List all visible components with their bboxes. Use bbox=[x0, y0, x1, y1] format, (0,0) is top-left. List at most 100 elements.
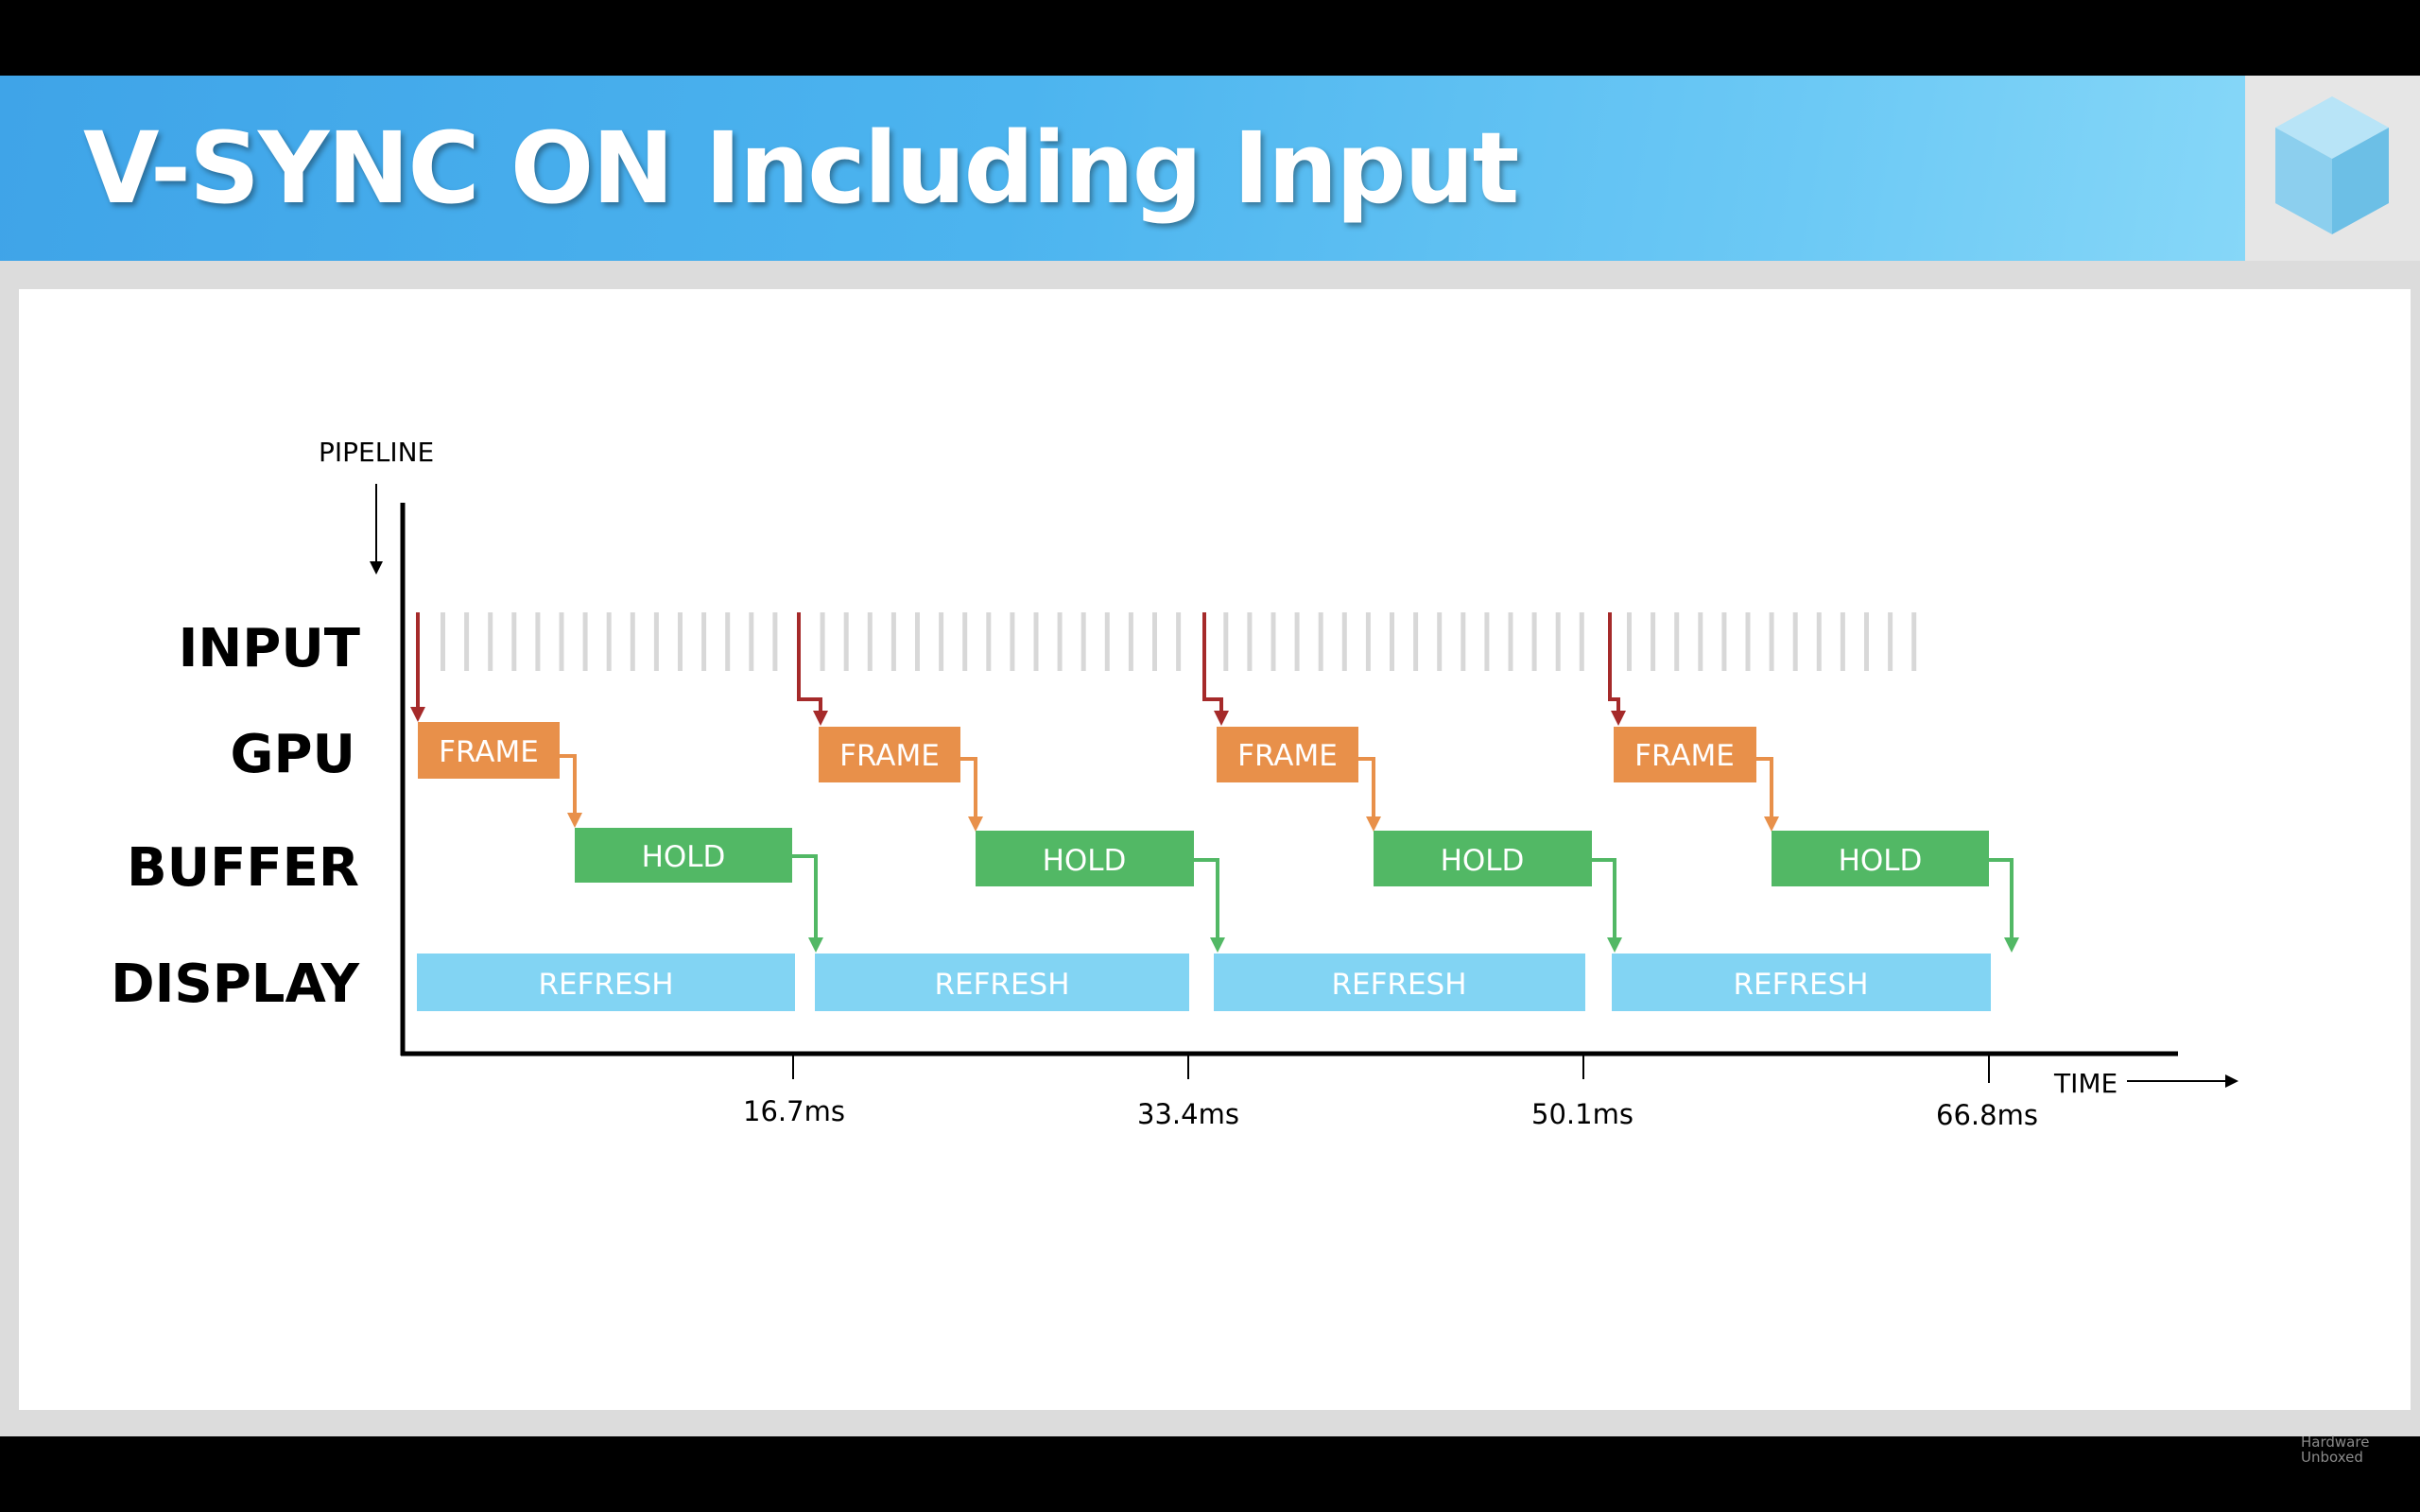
letterbox-bottom bbox=[0, 1436, 2420, 1512]
input-poll-tick bbox=[1864, 612, 1869, 671]
input-poll-tick bbox=[488, 612, 493, 671]
input-poll-tick bbox=[725, 612, 731, 671]
input-poll-tick bbox=[1816, 612, 1822, 671]
input-poll-tick bbox=[1057, 612, 1063, 671]
hold-to-refresh-arrow-head-icon bbox=[1607, 937, 1622, 953]
input-arrow bbox=[1608, 612, 1620, 714]
input-poll-tick bbox=[1437, 612, 1443, 671]
input-poll-tick bbox=[1745, 612, 1751, 671]
input-poll-tick bbox=[1674, 612, 1680, 671]
hold-box bbox=[1374, 831, 1592, 886]
hold-to-refresh-arrow-head-icon bbox=[2004, 937, 2019, 953]
watermark-line-1: Hardware bbox=[2301, 1434, 2370, 1451]
input-poll-tick bbox=[1080, 612, 1086, 671]
time-tick-label: 33.4ms bbox=[1137, 1098, 1239, 1130]
refresh-box bbox=[1612, 954, 1991, 1011]
time-arrow-head-icon bbox=[2225, 1074, 2238, 1088]
logo-area bbox=[2245, 76, 2420, 261]
frame-to-hold-arrow bbox=[560, 754, 577, 815]
input-poll-tick bbox=[1888, 612, 1893, 671]
input-poll-tick bbox=[1010, 612, 1015, 671]
input-poll-tick bbox=[1484, 612, 1490, 671]
slide-body bbox=[19, 289, 2411, 1410]
frame-box bbox=[819, 727, 960, 782]
input-poll-tick bbox=[1508, 612, 1513, 671]
input-poll-tick bbox=[630, 612, 635, 671]
input-poll-tick bbox=[915, 612, 920, 671]
input-poll-tick bbox=[1651, 612, 1656, 671]
input-poll-tick bbox=[535, 612, 541, 671]
time-tick-label: 50.1ms bbox=[1531, 1098, 1634, 1130]
input-poll-ticks bbox=[441, 612, 1917, 671]
input-poll-tick bbox=[1294, 612, 1300, 671]
cube-logo-icon bbox=[2275, 96, 2389, 234]
frame-to-hold-arrow bbox=[1358, 757, 1375, 818]
input-poll-tick bbox=[582, 612, 588, 671]
input-poll-tick bbox=[1341, 612, 1347, 671]
refresh-box bbox=[417, 954, 795, 1011]
lane-label-display: DISPLAY bbox=[111, 954, 360, 1015]
title-banner: V-SYNC ON Including Input bbox=[0, 76, 2245, 261]
input-poll-tick bbox=[1413, 612, 1419, 671]
hold-label: HOLD bbox=[1043, 844, 1127, 878]
input-poll-tick bbox=[511, 612, 517, 671]
frame-to-hold-arrow bbox=[1756, 757, 1773, 818]
hold-to-refresh-arrow bbox=[1592, 858, 1616, 939]
time-label: TIME bbox=[2053, 1068, 2118, 1099]
input-poll-tick bbox=[1176, 612, 1182, 671]
input-arrow-head-icon bbox=[1611, 711, 1626, 726]
hold-label: HOLD bbox=[1839, 844, 1923, 878]
hold-to-refresh-arrow bbox=[1194, 858, 1219, 939]
input-poll-tick bbox=[653, 612, 659, 671]
pipeline-cycle-4: FRAME HOLD REFRESH bbox=[1608, 612, 2019, 1011]
input-arrow-head-icon bbox=[813, 711, 828, 726]
input-poll-tick bbox=[1365, 612, 1371, 671]
frame-label: FRAME bbox=[1237, 739, 1338, 773]
input-poll-tick bbox=[1792, 612, 1798, 671]
input-poll-tick bbox=[749, 612, 754, 671]
input-poll-tick bbox=[701, 612, 707, 671]
input-poll-tick bbox=[867, 612, 873, 671]
input-poll-tick bbox=[962, 612, 968, 671]
frame-box bbox=[418, 722, 560, 779]
input-poll-tick bbox=[1128, 612, 1133, 671]
input-poll-tick bbox=[986, 612, 992, 671]
frame-label: FRAME bbox=[839, 739, 940, 773]
hold-label: HOLD bbox=[1441, 844, 1525, 878]
pipeline-label: PIPELINE bbox=[319, 437, 434, 468]
hold-label: HOLD bbox=[642, 840, 726, 874]
frame-box bbox=[1217, 727, 1358, 782]
input-poll-tick bbox=[1390, 612, 1394, 671]
pipeline-cycle-3: FRAME HOLD REFRESH bbox=[1202, 612, 1622, 1011]
time-tick-label: 66.8ms bbox=[1936, 1099, 2038, 1131]
pipeline-cycle-1: FRAME HOLD REFRESH bbox=[410, 612, 823, 1011]
input-poll-tick bbox=[1698, 612, 1703, 671]
input-poll-tick bbox=[939, 612, 944, 671]
input-poll-tick bbox=[441, 612, 445, 671]
lane-label-buffer: BUFFER bbox=[127, 837, 359, 899]
lane-label-gpu: GPU bbox=[231, 724, 355, 785]
input-poll-tick bbox=[559, 612, 564, 671]
letterbox-top bbox=[0, 0, 2420, 76]
input-poll-tick bbox=[890, 612, 896, 671]
pipeline-arrow-head-icon bbox=[370, 561, 383, 575]
input-poll-tick bbox=[1627, 612, 1632, 671]
frame-label: FRAME bbox=[1634, 739, 1735, 773]
frame-box bbox=[1614, 727, 1756, 782]
hold-box bbox=[575, 828, 792, 883]
input-poll-tick bbox=[1033, 612, 1039, 671]
input-poll-tick bbox=[1840, 612, 1845, 671]
input-poll-tick bbox=[1555, 612, 1561, 671]
frame-label: FRAME bbox=[439, 735, 539, 769]
input-arrow-head-icon bbox=[1214, 711, 1229, 726]
refresh-label: REFRESH bbox=[1733, 968, 1868, 1002]
input-poll-tick bbox=[1247, 612, 1253, 671]
input-poll-tick bbox=[1223, 612, 1229, 671]
hold-box bbox=[1772, 831, 1989, 886]
slide-title: V-SYNC ON Including Input bbox=[83, 111, 1519, 226]
hold-to-refresh-arrow bbox=[1989, 858, 2014, 939]
refresh-label: REFRESH bbox=[934, 968, 1069, 1002]
frame-to-hold-arrow-head-icon bbox=[968, 816, 983, 832]
pipeline-cycle-2: FRAME HOLD REFRESH bbox=[797, 612, 1225, 1011]
hold-box bbox=[976, 831, 1194, 886]
